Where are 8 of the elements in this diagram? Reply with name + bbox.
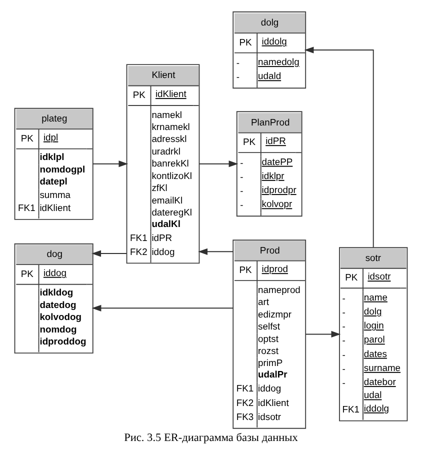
arrow <box>91 304 233 312</box>
arrow <box>91 250 127 257</box>
caption: Рис. 3.5 ER-диаграмма базы данных <box>124 432 298 444</box>
arrow <box>304 330 340 338</box>
arrow <box>198 160 238 168</box>
arrow <box>198 248 234 255</box>
arrow <box>92 160 128 168</box>
arrow <box>304 46 374 248</box>
